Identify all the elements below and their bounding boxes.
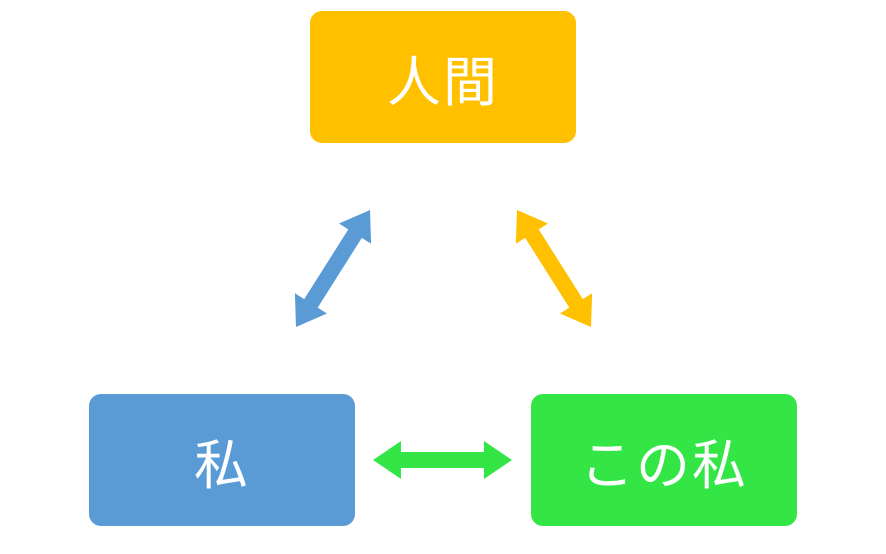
node-this-self-label: この私 <box>580 433 748 497</box>
arrow-self-this-self <box>373 441 512 479</box>
node-human-label: 人間 <box>387 50 499 114</box>
arrow-human-this-self <box>515 210 593 327</box>
node-self-label: 私 <box>194 433 250 497</box>
node-self: 私 <box>89 394 355 526</box>
node-human: 人間 <box>310 11 576 143</box>
arrow-self-human <box>294 210 372 327</box>
node-this-self: この私 <box>531 394 797 526</box>
